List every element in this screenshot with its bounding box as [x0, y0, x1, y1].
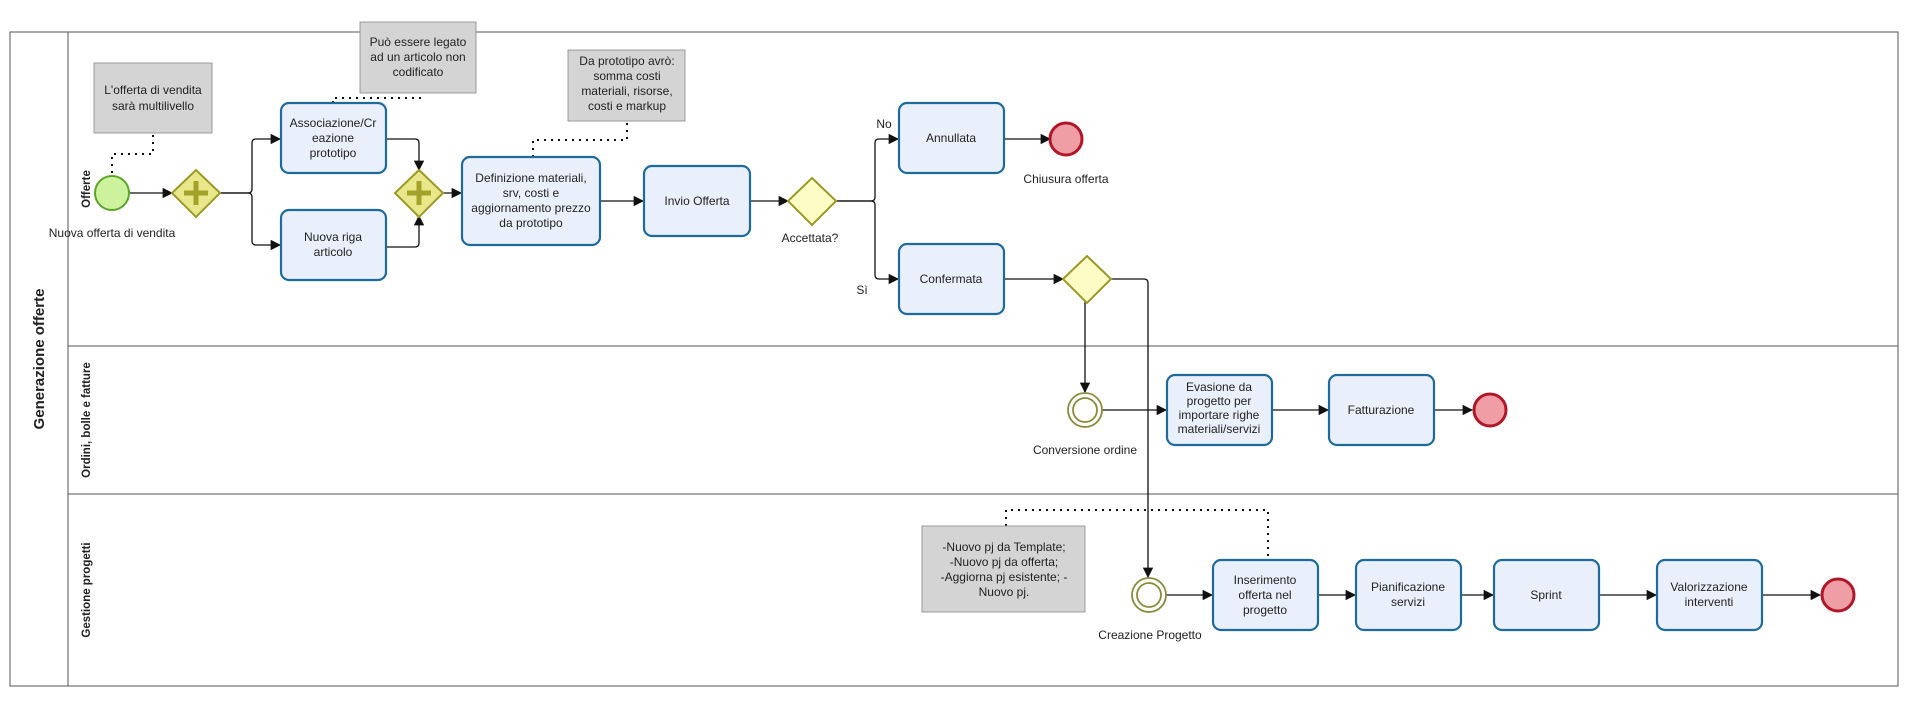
task-valorizzazione[interactable]: Valorizzazione interventi	[1655, 558, 1764, 632]
task-confermata[interactable]: Confermata	[897, 242, 1006, 316]
svg-text:somma costi: somma costi	[593, 69, 660, 83]
svg-text:sarà multilivello: sarà multilivello	[112, 99, 194, 113]
task-evasione[interactable]: Evasione da progetto per importare righe…	[1165, 373, 1274, 447]
gateway-confermata[interactable]	[1061, 254, 1113, 305]
end-event-fatturazione[interactable]	[1472, 392, 1508, 428]
flow-label-si: Sì	[856, 283, 867, 297]
intermediate-event-conversione[interactable]	[1067, 392, 1103, 428]
gateway-accettata-label: Accettata?	[782, 231, 839, 245]
annotation-multilivello: L'offerta di vendita sarà multilivello	[93, 62, 213, 134]
start-event-label: Nuova offerta di vendita	[49, 226, 176, 240]
svg-text:L'offerta di vendita: L'offerta di vendita	[104, 83, 202, 97]
start-event[interactable]	[94, 175, 130, 211]
svg-text:-Aggiorna pj esistente; -: -Aggiorna pj esistente; -	[941, 570, 1068, 584]
task-definizione[interactable]: Definizione materiali, srv, costi e aggi…	[460, 155, 602, 247]
svg-text:srv, costi e: srv, costi e	[503, 186, 560, 200]
exclusive-gateway-accettata[interactable]	[786, 176, 838, 227]
svg-text:Inserimento: Inserimento	[1234, 573, 1297, 587]
svg-text:Valorizzazione: Valorizzazione	[1670, 580, 1747, 594]
end-event-offerta[interactable]	[1048, 121, 1084, 157]
annotation-progetto: -Nuovo pj da Template; -Nuovo pj da offe…	[921, 525, 1086, 613]
svg-text:progetto per: progetto per	[1187, 394, 1252, 408]
svg-text:Nuovo pj.: Nuovo pj.	[979, 585, 1030, 599]
association-prototipo	[532, 122, 628, 157]
svg-text:importare righe: importare righe	[1179, 408, 1260, 422]
svg-text:Può essere legato: Può essere legato	[370, 35, 467, 49]
task-annullata[interactable]: Annullata	[897, 101, 1006, 175]
svg-text:-Nuovo pj da Template;: -Nuovo pj da Template;	[942, 540, 1065, 554]
lane-title-ordini: Ordini, bolle e fatture	[81, 362, 93, 478]
association-progetto	[1005, 509, 1269, 560]
svg-text:articolo: articolo	[314, 245, 353, 259]
end-event-progetti[interactable]	[1820, 577, 1856, 613]
svg-text:Invio Offerta: Invio Offerta	[664, 194, 729, 208]
svg-text:servizi: servizi	[1391, 595, 1425, 609]
svg-text:aggiornamento prezzo: aggiornamento prezzo	[471, 201, 591, 215]
flow-label-no: No	[876, 117, 892, 131]
task-associazione[interactable]: Associazione/Cr eazione prototipo	[279, 101, 388, 175]
task-fatturazione[interactable]: Fatturazione	[1327, 373, 1436, 447]
svg-text:Annullata: Annullata	[926, 131, 976, 145]
plus-icon	[407, 181, 431, 205]
svg-text:da prototipo: da prototipo	[499, 216, 563, 230]
sequence-flows	[130, 133, 1822, 601]
svg-text:materiali, risorse,: materiali, risorse,	[581, 84, 672, 98]
lane-title-offerte: Offerte	[81, 170, 93, 208]
svg-text:Fatturazione: Fatturazione	[1348, 403, 1415, 417]
svg-text:Sprint: Sprint	[1530, 588, 1562, 602]
svg-text:codificato: codificato	[393, 65, 444, 79]
svg-text:Da prototipo avrò:: Da prototipo avrò:	[579, 54, 674, 68]
task-inserimento[interactable]: Inserimento offerta nel progetto	[1211, 558, 1320, 632]
task-sprint[interactable]: Sprint	[1492, 558, 1601, 632]
end-event-offerta-label: Chiusura offerta	[1023, 172, 1108, 186]
task-nuova-riga[interactable]: Nuova riga articolo	[279, 208, 388, 282]
svg-text:Pianificazione: Pianificazione	[1371, 580, 1445, 594]
svg-text:progetto: progetto	[1243, 603, 1287, 617]
task-pianificazione[interactable]: Pianificazione servizi	[1354, 558, 1463, 632]
lane-title-progetti: Gestione progetti	[81, 542, 93, 637]
intermediate-event-creazione[interactable]	[1131, 577, 1167, 613]
svg-text:Definizione materiali,: Definizione materiali,	[475, 171, 586, 185]
conversione-label: Conversione ordine	[1033, 443, 1137, 457]
svg-text:Nuova riga: Nuova riga	[304, 230, 362, 244]
parallel-gateway-split[interactable]	[170, 168, 222, 219]
annotation-prototipo: Da prototipo avrò: somma costi materiali…	[567, 49, 686, 122]
svg-text:costi e markup: costi e markup	[588, 99, 666, 113]
svg-text:ad un articolo non: ad un articolo non	[370, 50, 465, 64]
pool-title: Generazione offerte	[31, 289, 48, 430]
svg-text:Associazione/Cr: Associazione/Cr	[290, 116, 377, 130]
svg-text:interventi: interventi	[1685, 595, 1734, 609]
task-invio-offerta[interactable]: Invio Offerta	[642, 164, 752, 238]
plus-icon	[184, 181, 208, 205]
svg-text:Confermata: Confermata	[920, 272, 983, 286]
svg-text:prototipo: prototipo	[310, 146, 357, 160]
svg-text:eazione: eazione	[312, 131, 354, 145]
associations	[111, 94, 1269, 560]
creazione-label: Creazione Progetto	[1098, 628, 1202, 642]
svg-text:offerta nel: offerta nel	[1238, 588, 1291, 602]
svg-text:-Nuovo pj da offerta;: -Nuovo pj da offerta;	[950, 555, 1059, 569]
parallel-gateway-join[interactable]	[393, 168, 445, 219]
annotation-legato: Può essere legato ad un articolo non cod…	[359, 21, 477, 94]
svg-text:Evasione da: Evasione da	[1186, 380, 1252, 394]
svg-text:materiali/servizi: materiali/servizi	[1178, 422, 1261, 436]
association-multilivello	[111, 133, 154, 173]
